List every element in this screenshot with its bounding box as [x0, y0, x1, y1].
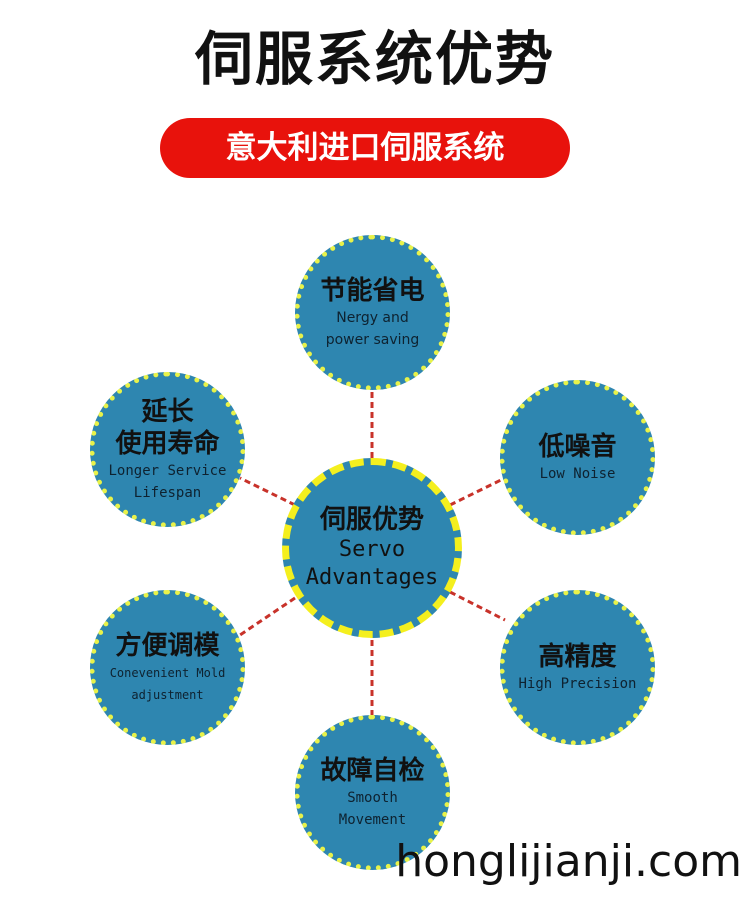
node-en: High Precision [518, 675, 637, 692]
node-energy-saving: 节能省电 Nergy and power saving [295, 235, 450, 390]
node-low-noise: 低噪音 Low Noise [500, 380, 655, 535]
page-title: 伺服系统优势 [194, 25, 555, 93]
node-cn: 故障自检 [320, 755, 425, 786]
node-en: power saving [325, 331, 420, 348]
node-self-check: 故障自检 Smooth Movement [295, 715, 450, 870]
node-cn: 低噪音 [538, 431, 617, 462]
node-cn: 使用寿命 [115, 428, 220, 459]
node-mold-adjustment: 方便调模 Conevenient Mold adjustment [90, 590, 245, 745]
node-en: Movement [338, 811, 407, 828]
node-en: Longer Service [108, 462, 227, 479]
node-high-precision: 高精度 High Precision [500, 590, 655, 745]
node-en: Smooth [347, 789, 398, 806]
connector-lower-left [239, 596, 296, 637]
connector-lower-right [449, 590, 506, 622]
center-node: 伺服优势 Servo Advantages [282, 458, 462, 638]
center-cn: 伺服优势 [319, 505, 424, 535]
node-lifespan: 延长 使用寿命 Longer Service Lifespan [90, 372, 245, 527]
watermark: honglijianji.com [395, 836, 742, 887]
node-cn: 方便调模 [115, 630, 220, 661]
connector-upper-left [239, 476, 296, 507]
node-cn: 高精度 [538, 641, 617, 672]
banner: 意大利进口伺服系统 [160, 118, 570, 178]
node-en: Low Noise [539, 465, 616, 482]
node-cn: 延长 [141, 396, 194, 427]
node-en: Conevenient Mold [109, 665, 226, 680]
node-en: Nergy and [336, 309, 409, 326]
center-en: Advantages [305, 565, 439, 590]
node-en: Lifespan [133, 484, 202, 501]
connector-upper-right [449, 476, 506, 507]
node-cn: 节能省电 [320, 275, 425, 306]
center-en: Servo [338, 537, 406, 562]
node-en: adjustment [131, 687, 204, 702]
